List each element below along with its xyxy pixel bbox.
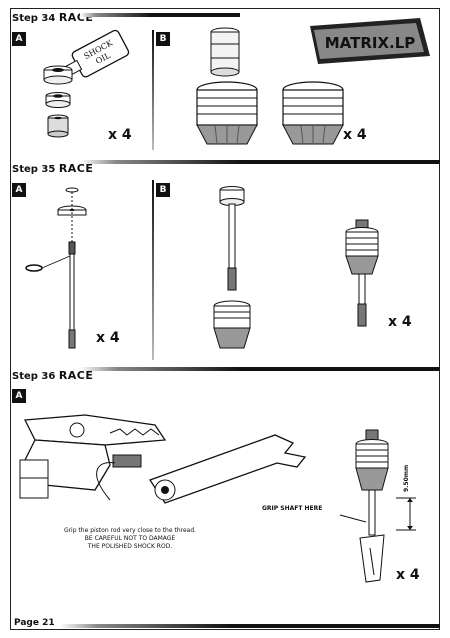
shock-body-top	[355, 429, 389, 491]
step-34-header-bar	[80, 13, 240, 17]
instruction-line-1: Grip the piston rod very close to the th…	[63, 527, 197, 534]
footer-bar	[60, 624, 440, 628]
step-35a-illustration	[25, 187, 87, 349]
logo-text: MATRIX.LP	[325, 34, 416, 52]
step-36-badge-a: A	[12, 389, 26, 403]
step-35-divider	[152, 180, 154, 360]
step-35-header: Step 35 RACE	[12, 162, 93, 178]
step-36-header: Step 36 RACE	[12, 369, 93, 385]
step-35-label: Step 35	[12, 164, 56, 175]
instruction-line-3: THE POLISHED SHOCK ROD.	[87, 543, 173, 550]
step-35-badge-a: A	[12, 183, 26, 197]
shaft-measure-illustration: 9.50mm	[339, 429, 416, 583]
step-34-badge-a: A	[12, 32, 26, 46]
step-34-badge-b: B	[156, 32, 170, 46]
step-35-title: RACE	[58, 162, 94, 175]
dimension-label: 9.50mm	[403, 465, 410, 492]
step-34b-illustration	[196, 27, 344, 145]
matrix-logo: MATRIX.LP	[310, 18, 430, 64]
spacer	[47, 114, 69, 138]
step-36-title: RACE	[58, 369, 94, 382]
grip-shaft-label: GRIP SHAFT HERE	[262, 505, 323, 512]
step-34a-quantity: x 4	[108, 127, 132, 143]
assembled-shaft	[345, 219, 379, 327]
step-34b-quantity: x 4	[343, 127, 367, 143]
step-36-quantity: x 4	[396, 567, 420, 583]
oil-seals	[43, 65, 73, 108]
step-36-instruction: Grip the piston rod very close to the th…	[40, 527, 220, 551]
pliers-wrench-illustration	[19, 414, 307, 504]
step-34a-illustration: SHOCK OIL	[43, 29, 130, 138]
page-number: Page 21	[14, 618, 55, 628]
step-36-label: Step 36	[12, 371, 56, 382]
step-36-header-bar	[80, 367, 440, 371]
dimension-marker: 9.50mm	[396, 465, 416, 531]
shaft-with-piston	[219, 186, 245, 291]
step-35-header-bar	[80, 160, 440, 164]
pliers	[19, 414, 167, 499]
step-34-label: Step 34	[12, 13, 56, 24]
shock-shaft	[68, 241, 76, 349]
shaft-grip-zone	[359, 534, 385, 583]
step-35b-quantity: x 4	[388, 314, 412, 330]
shock-rod-in-pliers	[112, 454, 142, 468]
instruction-line-2: BE CAREFUL NOT TO DAMAGE	[84, 535, 176, 542]
shock-cap-lower	[213, 300, 251, 349]
wrench	[149, 434, 307, 504]
pointer-arrow	[96, 461, 116, 501]
grip-pointer	[339, 514, 367, 523]
clip	[25, 255, 71, 272]
shaft	[368, 489, 376, 536]
step-35a-quantity: x 4	[96, 330, 120, 346]
shock-cap-right	[282, 81, 344, 145]
step-35-badge-b: B	[156, 183, 170, 197]
shock-cap-left	[196, 81, 258, 145]
seal-cartridge	[210, 27, 240, 77]
step-35b-illustration	[213, 186, 379, 349]
step-34-divider	[152, 30, 154, 150]
page-frame	[10, 8, 440, 630]
